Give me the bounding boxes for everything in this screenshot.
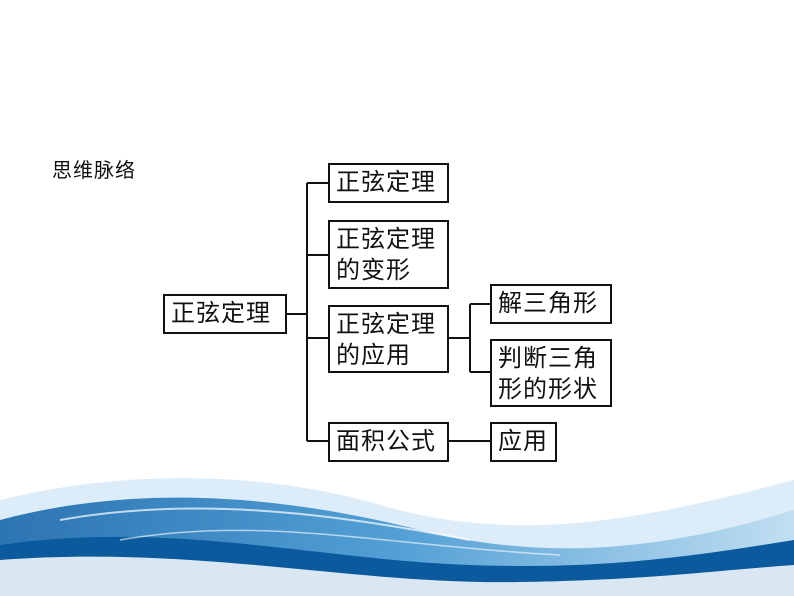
root-node: 正弦定理 <box>163 294 287 334</box>
leaf-solve-triangle-node: 解三角形 <box>490 284 612 324</box>
branch-area-node: 面积公式 <box>328 422 449 462</box>
branch-law-node: 正弦定理 <box>328 163 449 203</box>
leaf-judge-shape-node: 判断三角 形的形状 <box>490 339 612 407</box>
leaf-area-application-node: 应用 <box>490 422 557 462</box>
branch-variants-node: 正弦定理 的变形 <box>328 220 449 289</box>
section-heading: 思维脉络 <box>52 158 136 182</box>
branch-applications-node: 正弦定理 的应用 <box>328 305 449 373</box>
